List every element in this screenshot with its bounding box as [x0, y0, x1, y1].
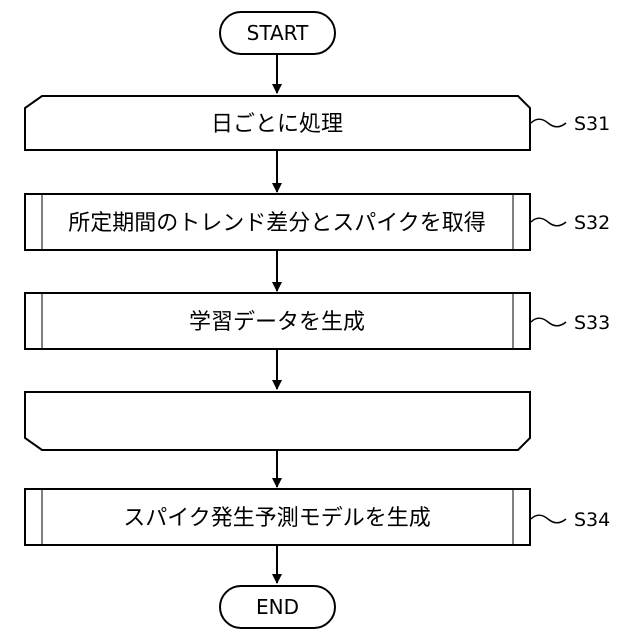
start-label: START	[247, 21, 309, 45]
start-terminal: START	[220, 12, 335, 54]
step-label-s34: スパイク発生予測モデルを生成	[123, 506, 431, 531]
leader-s34	[531, 515, 566, 523]
step-id-s31: S31	[574, 113, 610, 135]
process-box-s33: 学習データを生成	[25, 293, 530, 349]
process-box-s34: スパイク発生予測モデルを生成	[25, 489, 530, 545]
leader-s33	[531, 318, 566, 326]
loop-start-box: 日ごとに処理	[25, 96, 530, 150]
step-label-s32: 所定期間のトレンド差分とスパイクを取得	[68, 211, 486, 236]
step-label-s33: 学習データを生成	[189, 310, 365, 335]
leader-s31	[531, 119, 566, 127]
step-id-s33: S33	[574, 312, 610, 334]
end-label: END	[256, 595, 299, 619]
step-id-s34: S34	[574, 509, 610, 531]
process-box-s32: 所定期間のトレンド差分とスパイクを取得	[25, 194, 530, 250]
step-id-s32: S32	[574, 212, 610, 234]
loop-end-box	[25, 392, 530, 450]
end-terminal: END	[220, 586, 335, 628]
step-label-s31: 日ごとに処理	[211, 112, 343, 137]
leader-s32	[531, 218, 566, 226]
